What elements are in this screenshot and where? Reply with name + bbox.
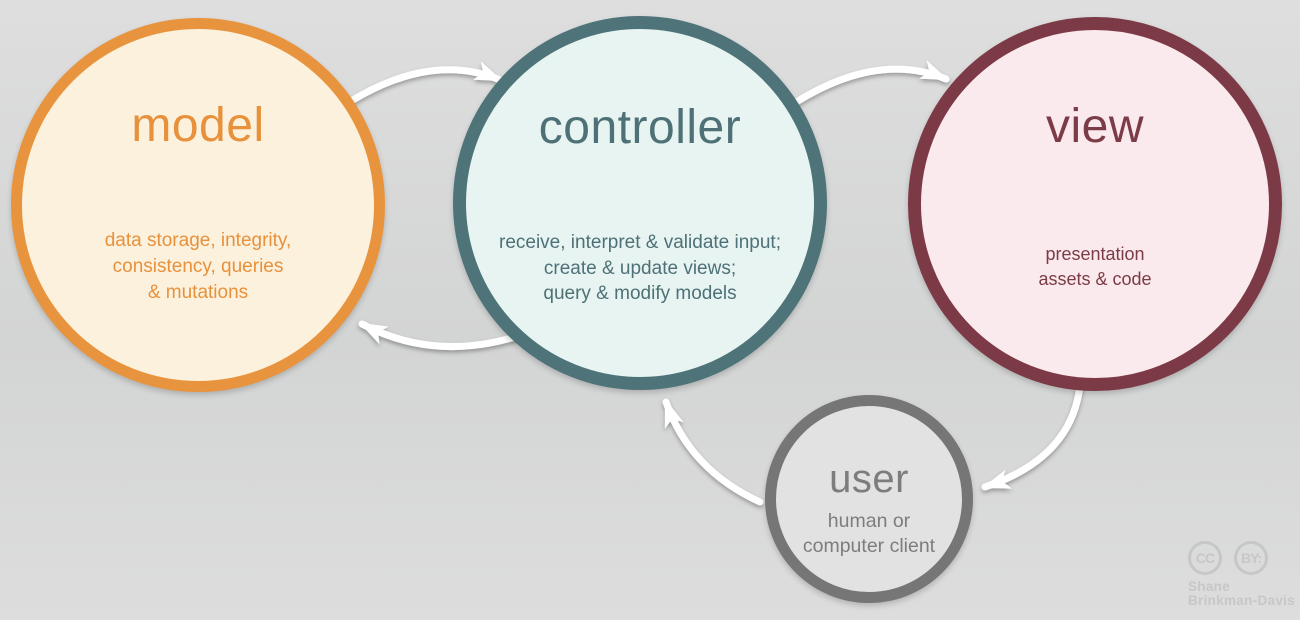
cc-icon: CC [1188,541,1222,575]
arrow-controller-to-model [358,320,522,351]
license-badges: CC BY: [1188,541,1300,575]
author-name: Shane Brinkman-Davis [1188,579,1295,609]
user-title: user [829,457,909,501]
model-description: data storage, integrity, consistency, qu… [104,230,292,303]
user-description: human or computer client [802,510,936,557]
license-attribution: CC BY: Shane Brinkman-Davis [1188,541,1300,608]
controller-description: receive, interpret & validate input; cre… [499,232,781,304]
arrow-view-to-user [981,381,1084,491]
view-title: view [1045,100,1145,153]
cc-by-icon: BY: [1234,541,1268,575]
model-node: model data storage, integrity, consisten… [11,18,385,392]
view-description: presentation assets & code [1038,244,1152,289]
arrow-controller-to-view [786,60,950,110]
model-title: model [131,99,265,152]
arrow-user-to-controller [662,398,764,506]
user-node: user human or computer client [765,395,973,603]
controller-node: controller receive, interpret & validate… [453,16,827,390]
controller-title: controller [538,101,742,154]
view-node: view presentation assets & code [908,17,1282,391]
